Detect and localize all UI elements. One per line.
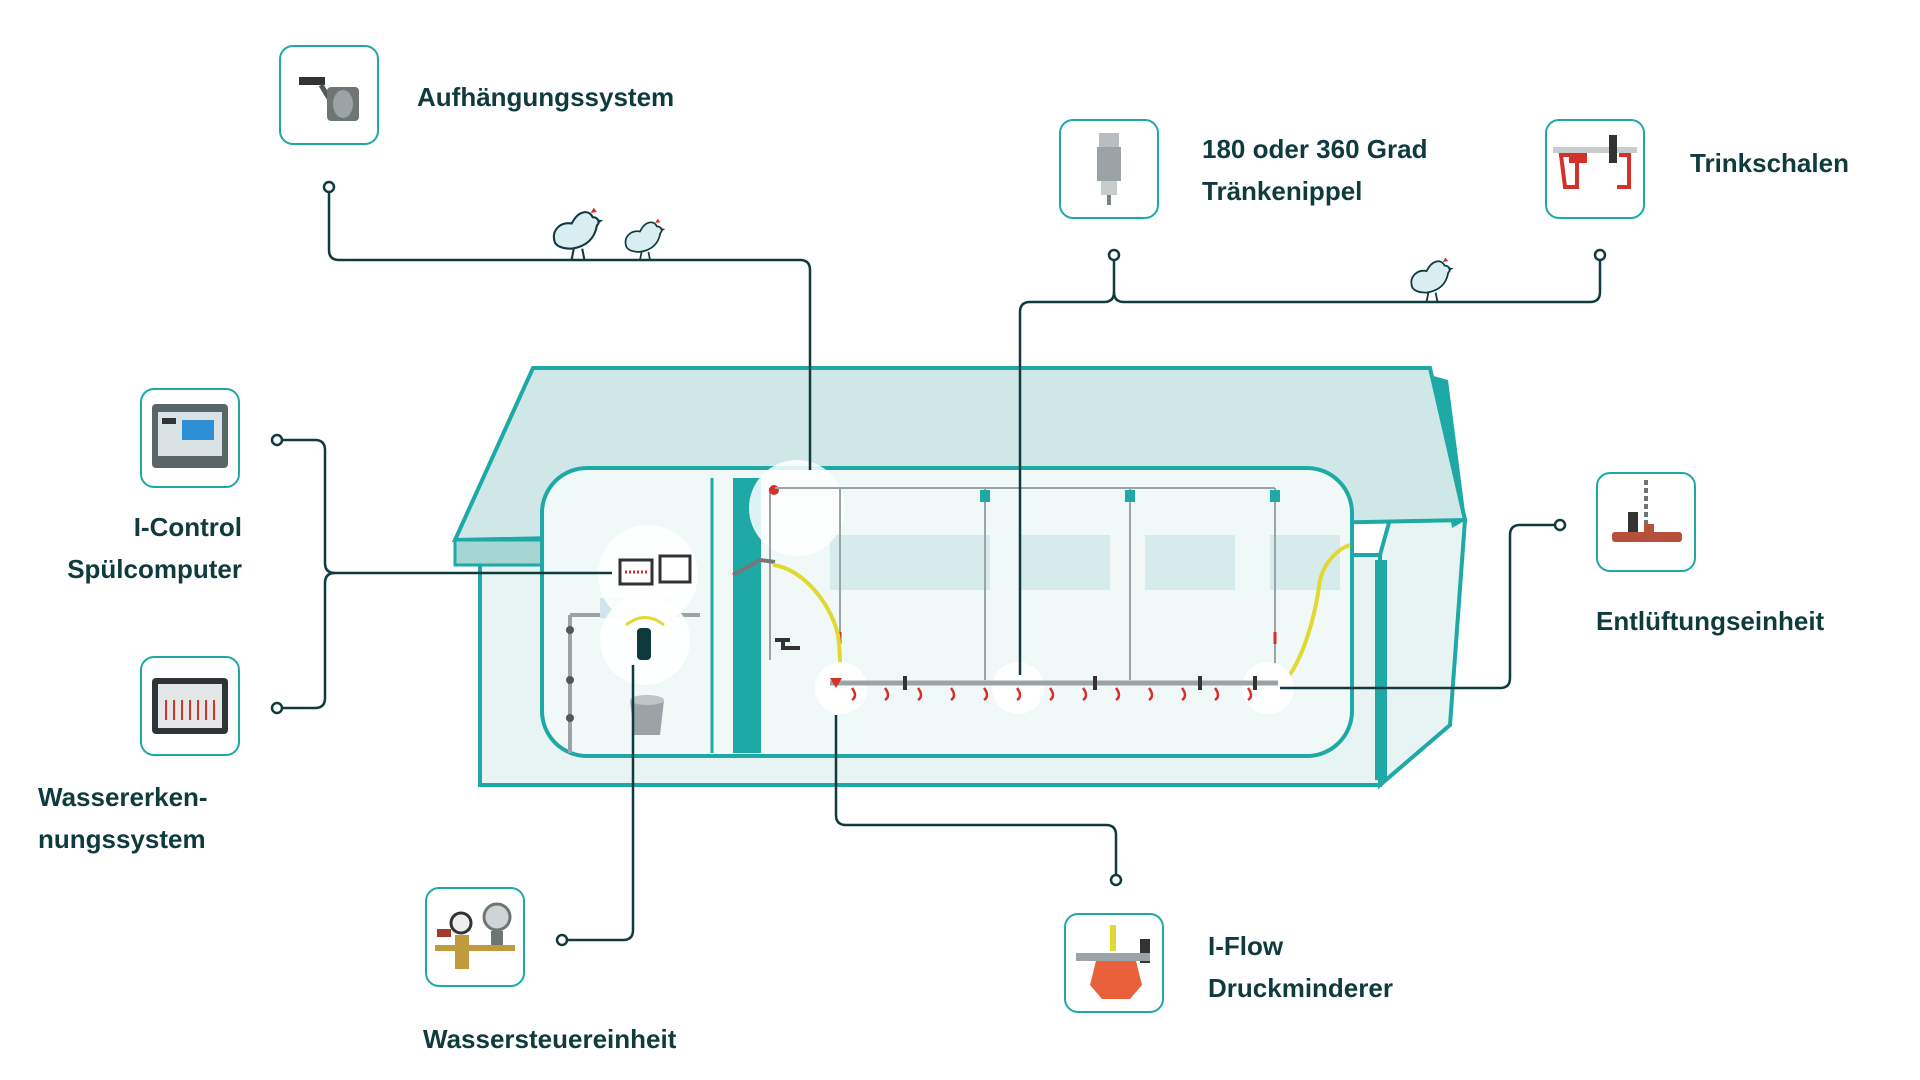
label-trinkschalen: Trinkschalen bbox=[1690, 142, 1849, 184]
chicken-icon bbox=[552, 206, 605, 261]
label-line: Entlüftungseinheit bbox=[1596, 606, 1825, 636]
label-line: nungssystem bbox=[38, 824, 206, 854]
label-line: 180 oder 360 Grad bbox=[1202, 134, 1428, 164]
air-vent-unit-icon bbox=[1596, 472, 1696, 572]
label-aufhaengungssystem: Aufhängungssystem bbox=[417, 76, 674, 118]
label-line: I-Flow bbox=[1208, 931, 1284, 961]
control-computer-icon bbox=[140, 388, 240, 488]
connector-wassersteuer bbox=[562, 665, 635, 942]
connector-entlueftung bbox=[1280, 523, 1560, 690]
label-line: Aufhängungssystem bbox=[417, 82, 675, 112]
label-entlueftungseinheit: Entlüftungseinheit bbox=[1596, 600, 1824, 642]
drinking-nipple-icon bbox=[1059, 119, 1159, 219]
label-line: Druckminderer bbox=[1208, 973, 1393, 1003]
connector-wassererkennung bbox=[277, 571, 336, 710]
water-control-unit-icon bbox=[425, 887, 525, 987]
label-wassererkennungssystem: Wassererken- nungssystem bbox=[38, 776, 208, 860]
chicken-icon bbox=[1410, 256, 1455, 303]
connector-aufhaengung bbox=[327, 187, 812, 470]
connector-lines bbox=[277, 187, 1602, 942]
label-line: Trinkschalen bbox=[1690, 148, 1849, 178]
chicken-icon bbox=[624, 217, 667, 262]
label-line: Wassererken- bbox=[38, 782, 208, 812]
label-line: Wassersteuereinheit bbox=[423, 1024, 677, 1054]
winch-icon bbox=[279, 45, 379, 145]
barn-building bbox=[451, 366, 1468, 790]
water-detection-panel-icon bbox=[140, 656, 240, 756]
label-line: Tränkenippel bbox=[1202, 176, 1363, 206]
drinking-cup-icon bbox=[1545, 119, 1645, 219]
connector-trinkschalen bbox=[1112, 255, 1602, 304]
connector-iflow bbox=[834, 715, 1118, 878]
label-traenkenippel: 180 oder 360 Grad Tränkenippel bbox=[1202, 128, 1427, 212]
label-wassersteuereinheit: Wassersteuereinheit bbox=[423, 1018, 676, 1060]
label-line: I-Control bbox=[133, 512, 242, 542]
label-icontrol-spuelcomputer: I-Control Spülcomputer bbox=[40, 506, 242, 590]
label-iflow-druckminderer: I-Flow Druckminderer bbox=[1208, 925, 1393, 1009]
label-line: Spülcomputer bbox=[67, 554, 242, 584]
connector-endpoints bbox=[270, 180, 1607, 947]
pressure-regulator-icon bbox=[1064, 913, 1164, 1013]
